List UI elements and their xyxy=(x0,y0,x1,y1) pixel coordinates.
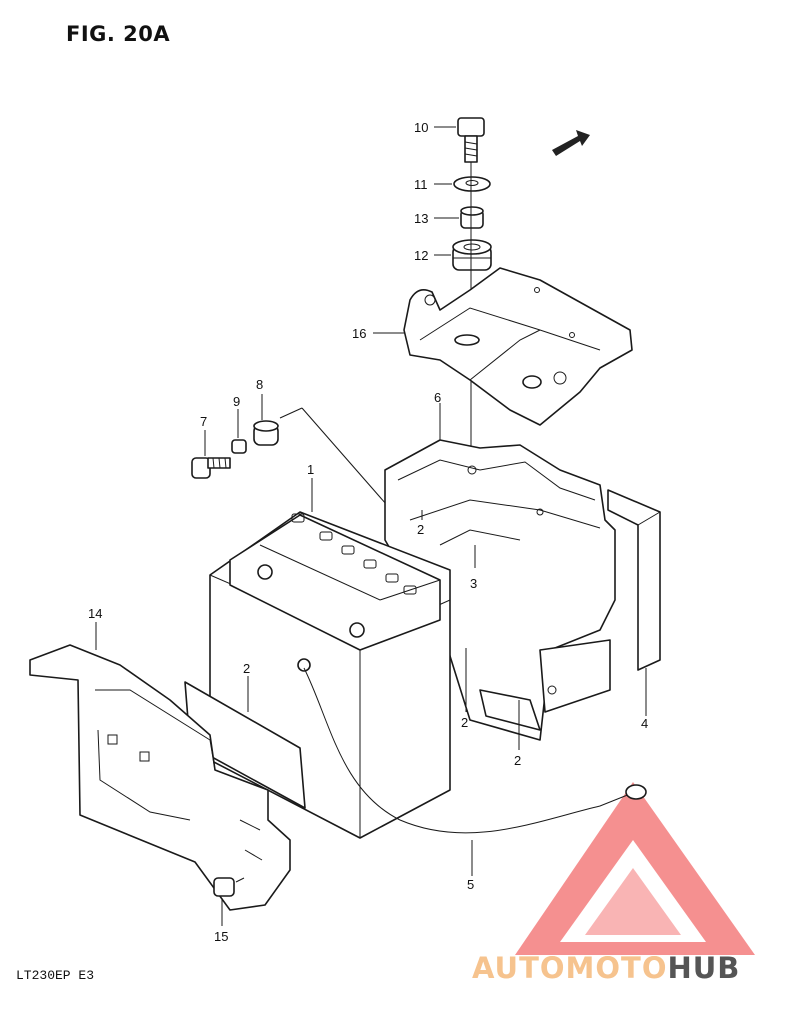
callout-6: 6 xyxy=(434,390,441,405)
figure-title: FIG. 20A xyxy=(66,22,171,46)
part-pad-4 xyxy=(607,489,661,671)
part-bolt-7 xyxy=(191,457,231,479)
callout-10: 10 xyxy=(414,120,428,135)
callout-2-holder: 2 xyxy=(417,522,424,537)
part-collar-9 xyxy=(231,439,247,454)
watermark-text-part2: HUB xyxy=(667,951,741,985)
callout-11: 11 xyxy=(414,177,428,192)
callout-7: 7 xyxy=(200,414,207,429)
callout-1: 1 xyxy=(307,462,314,477)
callout-2-pad: 2 xyxy=(243,661,250,676)
part-cover-14 xyxy=(29,644,291,911)
fwd-arrow-icon xyxy=(552,130,590,156)
callout-2-lower: 2 xyxy=(461,715,468,730)
part-bolt-10 xyxy=(457,117,485,163)
callout-4: 4 xyxy=(641,716,648,731)
part-collar-13 xyxy=(460,206,484,229)
callout-8: 8 xyxy=(256,377,263,392)
leader-lines xyxy=(95,126,647,926)
callout-14: 14 xyxy=(88,606,102,621)
callout-9: 9 xyxy=(233,394,240,409)
part-bracket-16 xyxy=(403,267,633,426)
part-battery-holder-6 xyxy=(384,439,616,741)
part-grommet-8 xyxy=(253,420,279,446)
callout-3: 3 xyxy=(470,576,477,591)
callout-12: 12 xyxy=(414,248,428,263)
watermark-logo xyxy=(515,782,755,955)
part-cable-5 xyxy=(303,667,647,834)
callout-labels: 10 11 13 12 16 8 9 7 6 1 2 3 14 2 2 2 4 … xyxy=(88,120,648,944)
callout-15: 15 xyxy=(214,929,228,944)
part-screw-15 xyxy=(213,877,245,897)
callout-13: 13 xyxy=(414,211,428,226)
part-grommet-12 xyxy=(452,239,492,271)
callout-5: 5 xyxy=(467,877,474,892)
model-code: LT230EP E3 xyxy=(16,968,95,983)
watermark-text: AUTOMOTOHUB xyxy=(472,954,740,983)
callout-16: 16 xyxy=(352,326,366,341)
watermark-text-part1: AUTOMOTO xyxy=(472,951,668,985)
callout-2-bottom: 2 xyxy=(514,753,521,768)
part-washer-11 xyxy=(453,176,491,192)
